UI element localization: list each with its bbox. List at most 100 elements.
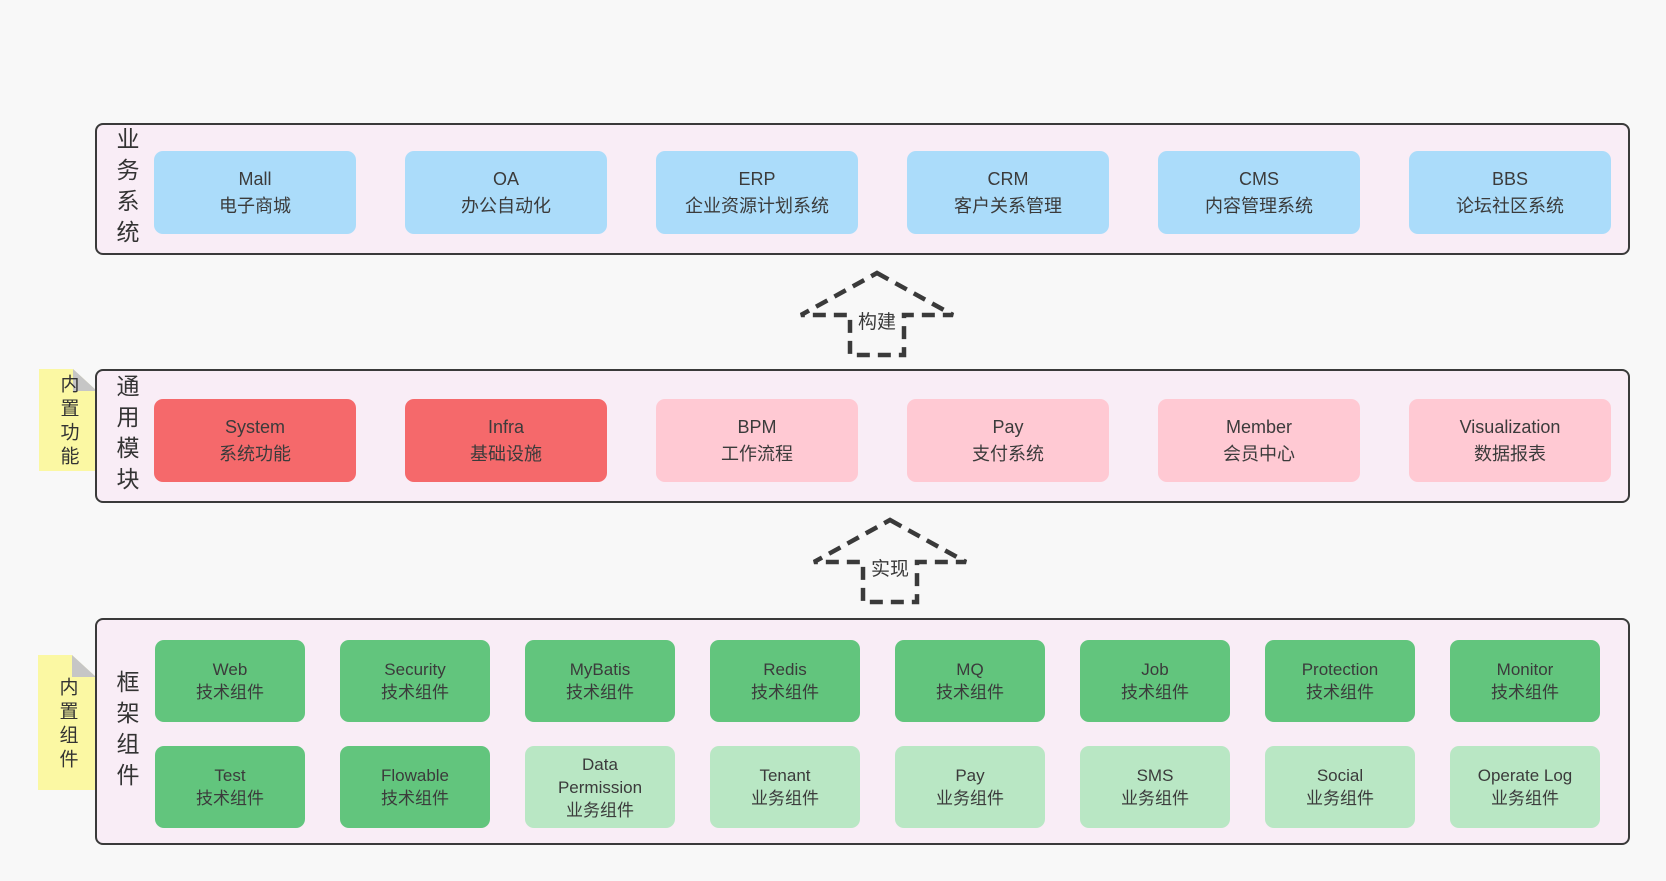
box-redis: Redis 技术组件 <box>710 640 860 722</box>
box-subtitle: 系统功能 <box>219 443 291 464</box>
box-mall: Mall 电子商城 <box>154 151 356 234</box>
box-title: Tenant <box>759 766 811 785</box>
box-subtitle: 技术组件 <box>381 683 449 702</box>
box-web: Web 技术组件 <box>155 640 305 722</box>
implement-arrow-label: 实现 <box>866 553 914 582</box>
box-title: OA <box>492 168 519 189</box>
box-subtitle: 技术组件 <box>196 789 264 808</box>
box-mq: MQ 技术组件 <box>895 640 1045 722</box>
build-arrow-label: 构建 <box>853 306 901 335</box>
box-oa: OA 办公自动化 <box>405 151 607 234</box>
panel-title-vertical: 通用模块 <box>113 374 139 498</box>
box-infra: Infra 基础设施 <box>405 399 607 482</box>
box-member: Member 会员中心 <box>1158 399 1360 482</box>
box-security: Security 技术组件 <box>340 640 490 722</box>
box-title: Pay <box>955 766 985 785</box>
panel-framework-components: 框架组件 Web 技术组件 Security 技术组件 MyBatis 技术组件… <box>95 618 1630 845</box>
box-subtitle: 电子商城 <box>219 195 291 216</box>
box-subtitle: 业务组件 <box>1121 789 1189 808</box>
dashed-up-arrow-icon <box>799 270 955 358</box>
box-subtitle: 工作流程 <box>721 443 793 464</box>
box-title: SMS <box>1136 766 1174 785</box>
sticky-note-built-in-components: 内置组件 <box>38 655 96 790</box>
box-subtitle: 技术组件 <box>1491 683 1559 702</box>
box-title: Web <box>212 660 248 679</box>
box-title: CRM <box>987 168 1029 189</box>
build-arrow: 构建 <box>797 270 957 358</box>
sticky-note-paper <box>38 655 96 790</box>
box-protection: Protection 技术组件 <box>1265 640 1415 722</box>
box-subtitle: 技术组件 <box>1306 683 1374 702</box>
box-subtitle: 数据报表 <box>1474 443 1546 464</box>
box-subtitle: 技术组件 <box>1121 683 1189 702</box>
dashed-up-arrow-icon <box>812 517 968 605</box>
box-title: Operate Log <box>1477 766 1573 785</box>
components-box-grid: Web 技术组件 Security 技术组件 MyBatis 技术组件 Redi… <box>155 640 1600 828</box>
panel-common-modules: 通用模块 System 系统功能 Infra 基础设施 BPM 工作流程 Pay… <box>95 369 1630 503</box>
box-subtitle: 内容管理系统 <box>1205 195 1313 216</box>
box-job: Job 技术组件 <box>1080 640 1230 722</box>
sticky-note-label: 内置组件 <box>56 676 78 773</box>
business-box-row: Mall 电子商城 OA 办公自动化 ERP 企业资源计划系统 CRM 客户关系… <box>154 151 1611 234</box>
box-subtitle: 客户关系管理 <box>954 195 1062 216</box>
box-operate-log: Operate Log 业务组件 <box>1450 746 1600 828</box>
box-title: ERP <box>738 168 776 189</box>
box-title: Monitor <box>1496 660 1554 679</box>
box-subtitle: 技术组件 <box>566 683 634 702</box>
box-subtitle: 支付系统 <box>972 443 1044 464</box>
box-title: MQ <box>956 660 984 679</box>
box-subtitle: 基础设施 <box>470 443 542 464</box>
box-pay-module: Pay 支付系统 <box>907 399 1109 482</box>
box-monitor: Monitor 技术组件 <box>1450 640 1600 722</box>
box-subtitle: 业务组件 <box>1306 789 1374 808</box>
box-bbs: BBS 论坛社区系统 <box>1409 151 1611 234</box>
box-title: Social <box>1316 766 1364 785</box>
box-subtitle: 会员中心 <box>1223 443 1295 464</box>
implement-arrow: 实现 <box>810 517 970 605</box>
box-test: Test 技术组件 <box>155 746 305 828</box>
modules-box-row: System 系统功能 Infra 基础设施 BPM 工作流程 Pay 支付系统… <box>154 399 1611 482</box>
sticky-note-label: 内置功能 <box>57 374 79 470</box>
box-title: Pay <box>992 416 1024 437</box>
box-title: Data Permission <box>557 754 643 797</box>
box-title: CMS <box>1239 168 1279 189</box>
box-erp: ERP 企业资源计划系统 <box>656 151 858 234</box>
box-title: Infra <box>487 416 525 437</box>
box-pay-component: Pay 业务组件 <box>895 746 1045 828</box>
box-subtitle: 技术组件 <box>381 789 449 808</box>
box-subtitle: 业务组件 <box>936 789 1004 808</box>
box-title: Flowable <box>380 766 450 785</box>
box-data-permission: Data Permission 业务组件 <box>525 746 675 828</box>
box-title: BBS <box>1491 168 1529 189</box>
box-visualization: Visualization 数据报表 <box>1409 399 1611 482</box>
box-sms: SMS 业务组件 <box>1080 746 1230 828</box>
box-system: System 系统功能 <box>154 399 356 482</box>
box-crm: CRM 客户关系管理 <box>907 151 1109 234</box>
box-subtitle: 办公自动化 <box>461 195 551 216</box>
box-subtitle: 业务组件 <box>751 789 819 808</box>
panel-title-vertical: 业务系统 <box>113 127 139 251</box>
box-title: Security <box>384 660 446 679</box>
box-mybatis: MyBatis 技术组件 <box>525 640 675 722</box>
box-subtitle: 业务组件 <box>1491 789 1559 808</box>
box-subtitle: 企业资源计划系统 <box>685 195 829 216</box>
box-title: Redis <box>763 660 807 679</box>
box-title: Protection <box>1301 660 1379 679</box>
box-subtitle: 技术组件 <box>196 683 264 702</box>
box-bpm: BPM 工作流程 <box>656 399 858 482</box>
box-title: BPM <box>737 416 777 437</box>
panel-business-systems: 业务系统 Mall 电子商城 OA 办公自动化 ERP 企业资源计划系统 CRM… <box>95 123 1630 255</box>
box-flowable: Flowable 技术组件 <box>340 746 490 828</box>
box-tenant: Tenant 业务组件 <box>710 746 860 828</box>
box-social: Social 业务组件 <box>1265 746 1415 828</box>
box-title: Test <box>214 766 246 785</box>
box-subtitle: 技术组件 <box>936 683 1004 702</box>
box-title: Mall <box>238 168 272 189</box>
box-subtitle: 论坛社区系统 <box>1456 195 1564 216</box>
sticky-note-built-in-features: 内置功能 <box>39 369 97 471</box>
box-cms: CMS 内容管理系统 <box>1158 151 1360 234</box>
box-title: System <box>224 416 285 437</box>
box-title: Visualization <box>1459 416 1561 437</box>
box-subtitle: 技术组件 <box>751 683 819 702</box>
box-title: MyBatis <box>569 660 631 679</box>
